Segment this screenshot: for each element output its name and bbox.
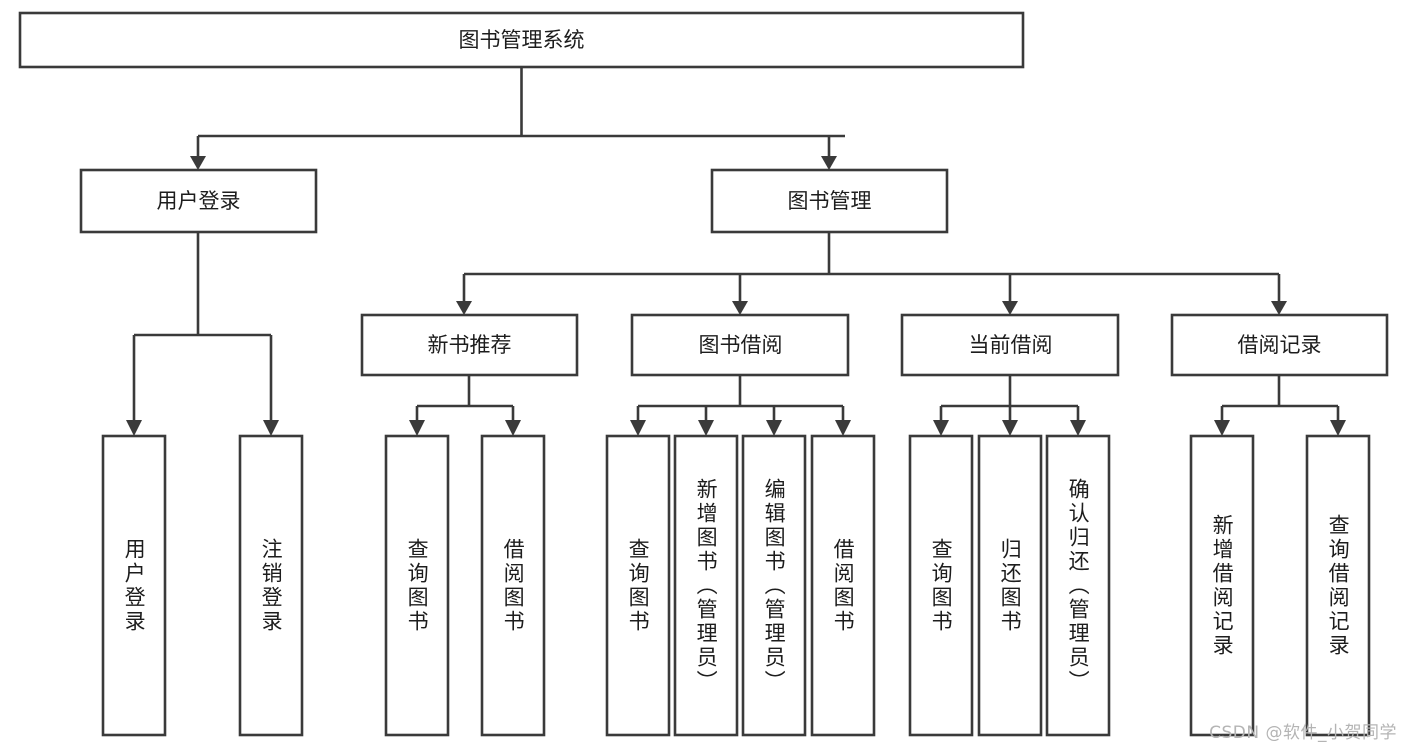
arrow-leaf-record-add — [1214, 420, 1230, 436]
book-borrow-label: 图书借阅 — [699, 333, 783, 357]
leaf-box-user-login[interactable] — [101, 434, 167, 737]
arrow-leaf-borrow-lend — [835, 420, 851, 436]
node-root-book-management-system[interactable]: 图书管理系统 — [18, 11, 1025, 69]
arrow-to-current-borrow — [1002, 301, 1018, 315]
arrow-leaf-user-login — [126, 420, 142, 436]
borrow-record-box — [1170, 313, 1389, 377]
leaf-box-borrow-edit-book[interactable] — [741, 434, 807, 737]
node-user-login[interactable]: 用户登录 — [79, 168, 318, 234]
arrow-to-book-manage — [821, 156, 837, 170]
current-borrow-box — [900, 313, 1120, 377]
arrow-leaf-record-query — [1330, 420, 1346, 436]
arrow-to-new-book-recommend — [456, 301, 472, 315]
book-borrow-box — [630, 313, 850, 377]
root-box — [18, 11, 1025, 69]
leaf-box-record-add[interactable] — [1189, 434, 1255, 737]
leaf-box-current-confirm-return[interactable] — [1045, 434, 1111, 737]
leaf-box-record-query[interactable] — [1305, 434, 1371, 737]
node-borrow-record[interactable]: 借阅记录 — [1170, 313, 1389, 377]
node-book-management[interactable]: 图书管理 — [710, 168, 949, 234]
arrow-leaf-current-query — [933, 420, 949, 436]
borrow-record-label: 借阅记录 — [1238, 333, 1322, 357]
leaf-box-borrow-add-book[interactable] — [673, 434, 739, 737]
csdn-watermark: CSDN @软件_小贺同学 — [1209, 723, 1397, 743]
arrow-leaf-recommend-query — [409, 420, 425, 436]
arrow-leaf-logout — [263, 420, 279, 436]
arrow-leaf-recommend-borrow — [505, 420, 521, 436]
root-label: 图书管理系统 — [459, 28, 585, 52]
leaf-box-recommend-borrow-book[interactable] — [480, 434, 546, 737]
user-login-box — [79, 168, 318, 234]
node-book-borrow[interactable]: 图书借阅 — [630, 313, 850, 377]
leaf-box-logout[interactable] — [238, 434, 304, 737]
arrow-to-book-borrow — [732, 301, 748, 315]
arrow-leaf-borrow-add — [698, 420, 714, 436]
leaf-box-borrow-query-book[interactable] — [605, 434, 671, 737]
arrow-leaf-current-confirm — [1070, 420, 1086, 436]
leaf-box-current-return-book[interactable] — [977, 434, 1043, 737]
book-management-box — [710, 168, 949, 234]
arrow-leaf-borrow-query — [630, 420, 646, 436]
connector-group — [126, 67, 1346, 436]
leaf-box-group — [101, 434, 1371, 737]
leaf-box-recommend-query-book[interactable] — [384, 434, 450, 737]
node-current-borrow[interactable]: 当前借阅 — [900, 313, 1120, 377]
arrow-leaf-current-return — [1002, 420, 1018, 436]
new-book-recommend-box — [360, 313, 579, 377]
arrow-to-user-login — [190, 156, 206, 170]
leaf-box-borrow-lend-book[interactable] — [810, 434, 876, 737]
user-login-label: 用户登录 — [157, 189, 241, 213]
arrow-leaf-borrow-edit — [766, 420, 782, 436]
current-borrow-label: 当前借阅 — [969, 333, 1053, 357]
book-management-label: 图书管理 — [788, 189, 872, 213]
leaf-box-current-query-book[interactable] — [908, 434, 974, 737]
arrow-to-borrow-record — [1271, 301, 1287, 315]
node-new-book-recommend[interactable]: 新书推荐 — [360, 313, 579, 377]
new-book-recommend-label: 新书推荐 — [428, 333, 512, 357]
